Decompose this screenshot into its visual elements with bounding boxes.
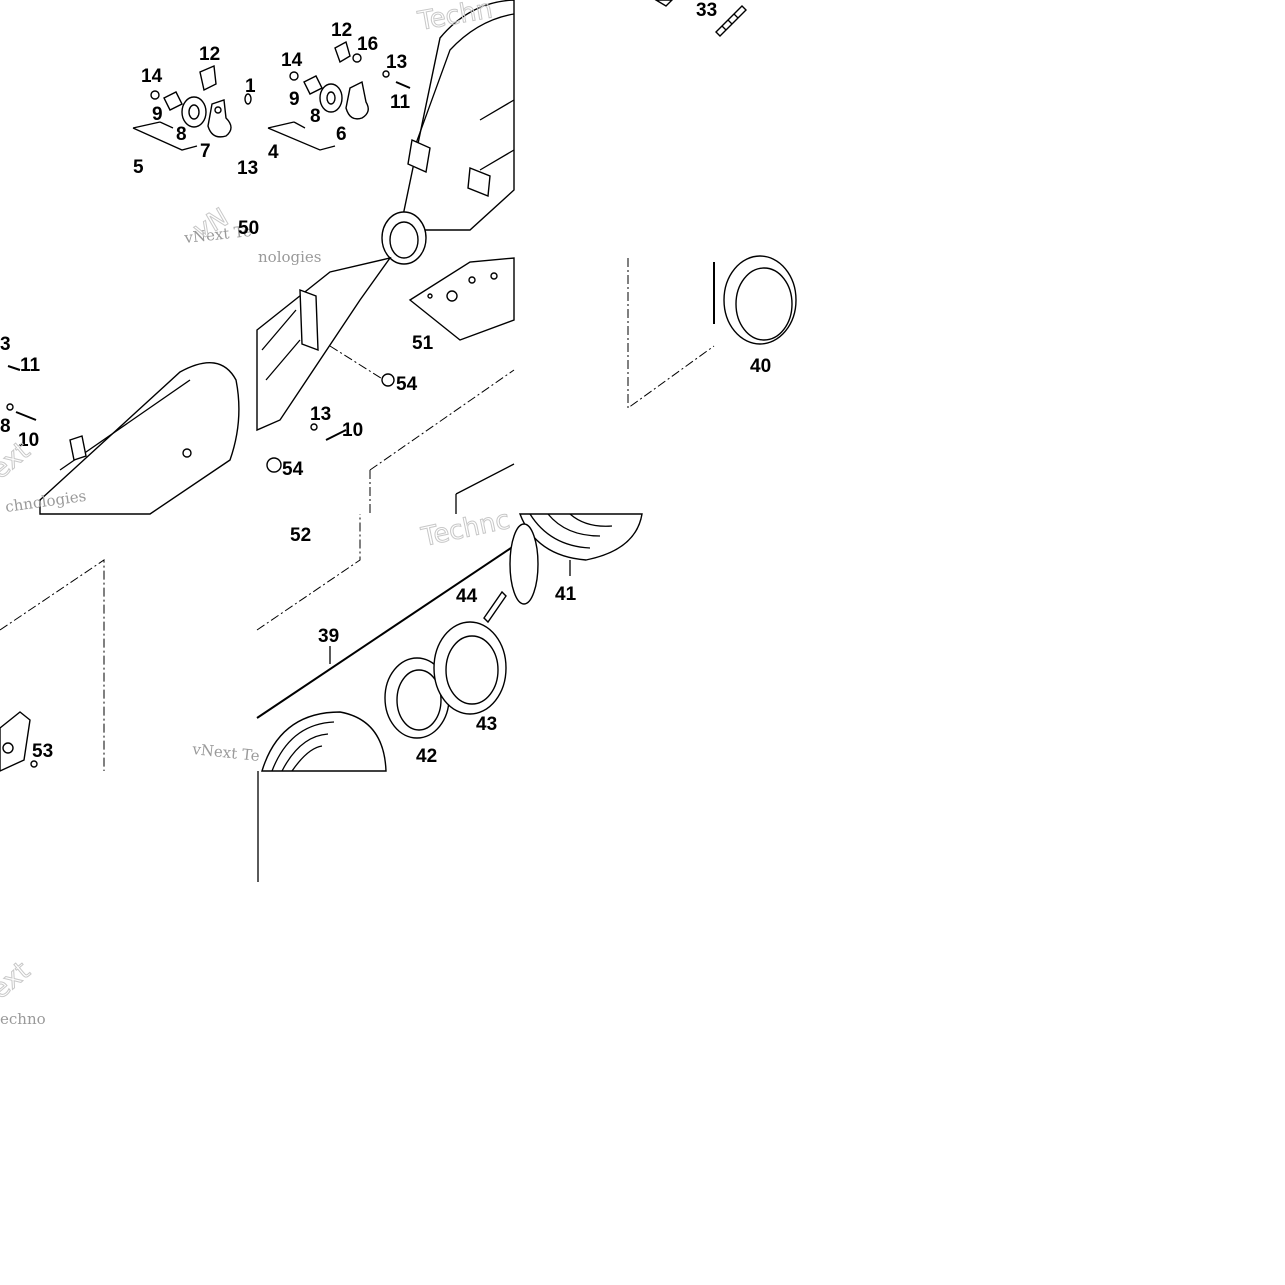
watermark-caption: echno (0, 1010, 46, 1028)
part-label: 8 (176, 124, 187, 145)
part-label: 33 (696, 0, 717, 21)
part-label: 12 (199, 44, 220, 65)
part-label: 11 (20, 355, 41, 376)
tile-tailpipe: 52 Technc 44 39 43 42 (256, 504, 515, 772)
watermark-caption: vNext Te (191, 740, 261, 765)
part-label: 50 (238, 218, 259, 239)
part-label: 52 (290, 525, 311, 546)
tile-coil: 41 (509, 513, 643, 605)
part-label: 8 (0, 416, 11, 437)
part-label: 39 (318, 626, 339, 647)
tile-muffler-left: 3 11 8 10 ext chnologies (0, 334, 240, 516)
watermark-brand: Technc (418, 505, 512, 553)
part-label: 9 (289, 89, 300, 110)
tile-mount-set-b: 12 16 14 13 9 11 8 6 4 Techn nologies (258, 0, 515, 266)
tile-mount-set-a: 12 14 1 9 8 7 5 13 vNext Te vN 50 (132, 44, 259, 247)
part-label: 5 (133, 157, 144, 178)
spacer-part[interactable] (163, 91, 183, 111)
part-label: 11 (390, 92, 411, 113)
baffle-coil[interactable] (261, 711, 387, 772)
part-label: 14 (281, 50, 303, 71)
part-label: 4 (268, 142, 279, 163)
part-label: 6 (336, 124, 347, 145)
muffler-body[interactable] (399, 0, 515, 231)
tile-gasket: 40 (627, 255, 797, 409)
part-label: 7 (200, 141, 211, 162)
bracket-part[interactable] (199, 64, 217, 92)
rear-plate[interactable] (0, 711, 31, 772)
tile-plate: 53 vNext Te (0, 559, 261, 772)
spring-part[interactable] (715, 5, 747, 37)
part-label: 14 (141, 66, 163, 87)
tile-spring: 33 (654, 0, 747, 37)
part-label: 13 (310, 404, 331, 425)
part-label: 44 (456, 586, 478, 607)
part-label: 10 (342, 420, 363, 441)
part-label: 42 (416, 746, 437, 767)
nut-part[interactable] (150, 90, 160, 100)
part-label: 13 (386, 52, 407, 73)
part-label: 54 (282, 459, 304, 480)
part-label: 10 (18, 430, 39, 451)
part-label: 40 (750, 356, 771, 377)
part-label: 13 (237, 158, 258, 179)
cap-part[interactable] (381, 373, 395, 387)
part-label: 53 (32, 741, 53, 762)
heat-shield-body[interactable] (256, 256, 392, 432)
tile-heat-shield: 51 54 13 10 54 (256, 256, 515, 514)
watermark-brand: ext (0, 956, 36, 1005)
tile-bottom-left: ext echno (0, 771, 259, 1028)
muffler-end[interactable] (39, 362, 240, 515)
part-label: 12 (331, 20, 352, 41)
part-label: 41 (555, 584, 577, 605)
watermark-caption: nologies (258, 248, 322, 266)
part-label: 54 (396, 374, 418, 395)
mounting-plate[interactable] (408, 257, 515, 341)
part-label: 3 (0, 334, 11, 355)
clamp-part[interactable] (207, 99, 232, 138)
part-label: 8 (310, 106, 321, 127)
part-label: 43 (476, 714, 497, 735)
part-label: 1 (245, 76, 256, 97)
part-label: 9 (152, 104, 163, 125)
bolt-part[interactable] (483, 590, 507, 624)
part-label: 16 (357, 34, 378, 55)
part-label: 51 (412, 333, 434, 354)
